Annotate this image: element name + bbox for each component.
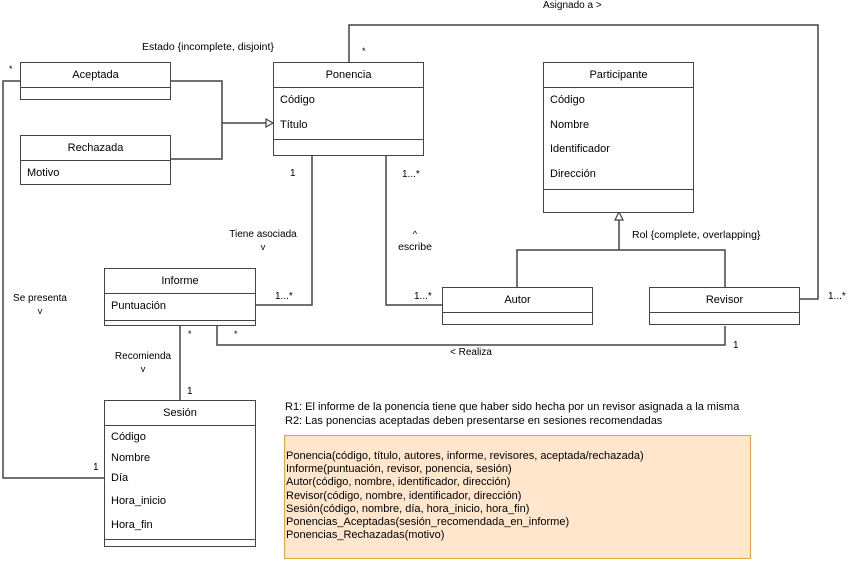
generalization-arrowhead-ponencia [265,117,275,129]
multiplicity: 1 [93,462,99,473]
tiene-asociada-association [256,155,313,306]
class-revisor[interactable]: Revisor [649,287,800,325]
realiza-association [216,325,726,346]
asignado-label: Asignado a > [543,0,602,11]
multiplicity: 1 [187,386,193,397]
class-sesion[interactable]: Sesión Código Nombre Día Hora_inicio Hor… [104,400,256,547]
constraint-rules: R1: El informe de la ponencia tiene que … [285,401,739,428]
class-rechazada[interactable]: Rechazada Motivo [20,135,171,185]
realiza-label: < Realiza [450,347,492,358]
note-line: Autor(código, nombre, identificador, dir… [286,476,511,489]
attribute: Hora_fin [111,519,153,531]
class-operations [274,139,423,140]
class-ponencia[interactable]: Ponencia Código Título [273,62,424,156]
note-line: Ponencias_Rechazadas(motivo) [286,529,445,542]
attribute: Título [280,118,308,131]
attribute: Identificador [550,143,610,155]
recomienda-direction: v [140,364,146,374]
multiplicity: * [234,329,238,339]
se-presenta-association [2,80,104,479]
asignado-association [348,24,819,300]
se-presenta-direction: v [37,306,43,316]
recomienda-label: Recomienda [114,351,172,362]
class-name: Informe [105,269,255,294]
rule-r2: R2: Las ponencias aceptadas deben presen… [285,414,663,427]
escribe-label: escribe [398,241,432,253]
rechazada-generalization-line [170,123,223,160]
rule-r1: R1: El informe de la ponencia tiene que … [285,401,740,413]
multiplicity: 1...* [402,169,420,180]
multiplicity: * [188,329,192,339]
autor-generalization-line [516,249,726,288]
attribute: Nombre [550,118,590,131]
class-participante[interactable]: Participante Código Nombre Identificador… [543,62,694,213]
multiplicity: 1...* [828,291,846,302]
attribute: Puntuación [111,300,167,312]
note-line: Revisor(código, nombre, identificador, d… [286,489,522,502]
class-aceptada[interactable]: Aceptada [20,62,171,100]
class-operations [544,189,693,190]
multiplicity: 1...* [275,291,293,302]
class-name: Autor [443,288,592,313]
attribute: Motivo [27,167,60,179]
aceptada-generalization-line [170,80,223,123]
multiplicity: * [9,64,13,74]
note-line: Ponencia(código, título, autores, inform… [286,450,644,462]
estado-label: Estado {incomplete, disjoint} [142,41,274,53]
attribute: Código [111,431,146,443]
generalization-arrowhead-participante [614,210,624,221]
rol-label: Rol {complete, overlapping} [632,229,761,241]
class-informe[interactable]: Informe Puntuación [104,268,256,326]
note-line: Ponencias_Aceptadas(sesión_recomendada_e… [286,516,570,529]
class-name: Sesión [105,401,255,426]
multiplicity: 1...* [414,291,432,302]
attribute: Código [280,94,315,106]
class-operations [105,320,255,321]
relational-schema-note: Ponencia(código, título, autores, inform… [284,435,751,559]
multiplicity: * [362,46,366,56]
note-line: Sesión(código, nombre, día, hora_inicio,… [286,502,530,515]
class-name: Revisor [650,288,799,313]
attribute: Código [550,94,585,106]
multiplicity: 1 [733,340,739,351]
attribute: Hora_inicio [111,495,167,507]
attribute: Dirección [550,167,596,180]
class-autor[interactable]: Autor [442,287,593,325]
escribe-association [385,155,442,306]
note-line: Informe(puntuación, revisor, ponencia, s… [286,463,512,476]
attribute: Nombre [111,452,151,464]
multiplicity: 1 [290,168,296,179]
se-presenta-label: Se presenta [13,293,67,304]
tiene-asociada-direction: v [260,242,266,252]
class-name: Rechazada [21,136,170,161]
class-name: Ponencia [274,63,423,88]
escribe-direction: ^ [412,229,418,239]
class-name: Aceptada [21,63,170,88]
class-name: Participante [544,63,693,88]
attribute: Día [111,472,129,484]
class-operations [105,539,255,540]
tiene-asociada-label: Tiene asociada [229,229,297,240]
